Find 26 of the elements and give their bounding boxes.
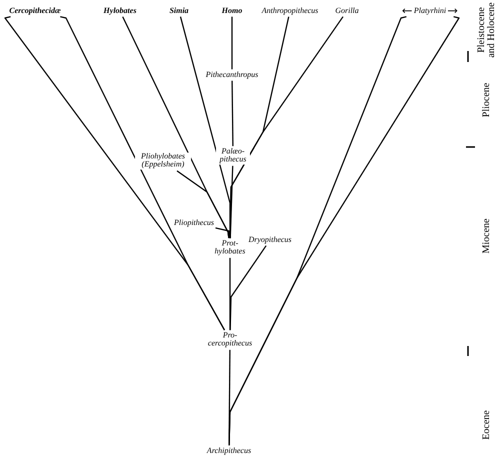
epoch-label: Miocene [482,218,492,254]
branch-line [231,16,233,70]
taxon-label: Pliohylobates (Eppelsheim) [135,152,191,170]
taxon-label: Anthropopithecus [262,6,318,16]
taxon-label: Pliopithecus [174,218,214,228]
branch-line [230,16,344,238]
branch-line [228,16,460,446]
epoch-label: Pliocene [482,82,492,118]
taxon-label: Dryopithecus [248,236,292,244]
taxon-label: Archipithecus [206,446,252,456]
taxon-label: Palæo- pithecus [216,148,250,164]
branch-line [176,170,230,238]
taxon-label: Hylobates [104,6,136,16]
taxon-label: Cercopithecidæ [9,6,61,16]
branch-line [60,16,226,330]
branch-line [232,80,234,146]
branch-line [215,227,230,238]
taxon-label: Prot- hylobates [212,240,248,256]
taxon-label: Pithecanthropus [206,70,258,80]
taxon-label: Platyrhini [414,6,446,16]
taxon-label: Simia [169,6,189,16]
epoch-label: Eocene [482,410,492,440]
taxon-label: Gorilla [335,6,359,16]
epoch-label: Pleistocene and Holocene [476,2,498,58]
taxon-label: Homo [222,6,242,16]
branch-line [230,245,267,330]
